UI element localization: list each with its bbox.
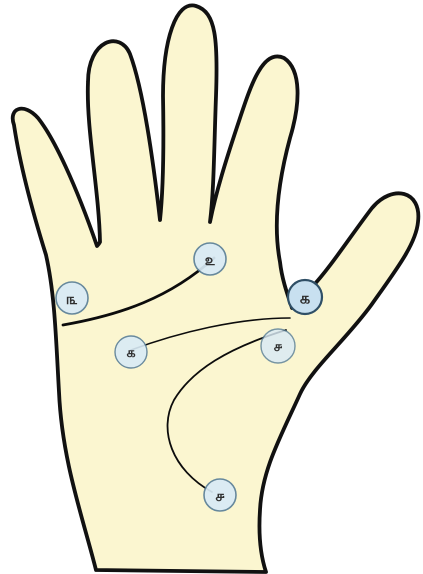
heart-line-end-marker: ௨ bbox=[194, 243, 226, 275]
head-line-start-marker: ௧ bbox=[115, 336, 147, 368]
heart-line-start-marker: ௩ bbox=[56, 282, 88, 314]
marker-label: ௨ bbox=[205, 251, 216, 269]
life-line-end-marker: ௪ bbox=[204, 479, 236, 511]
marker-label: ௧ bbox=[300, 289, 311, 308]
marker-label: ௪ bbox=[215, 487, 225, 505]
head-line-end-marker: ௧ bbox=[288, 280, 322, 314]
life-line-start-marker: ௪ bbox=[261, 329, 295, 363]
marker-label: ௩ bbox=[66, 290, 77, 308]
marker-label: ௪ bbox=[273, 339, 282, 355]
marker-label: ௧ bbox=[126, 345, 136, 361]
